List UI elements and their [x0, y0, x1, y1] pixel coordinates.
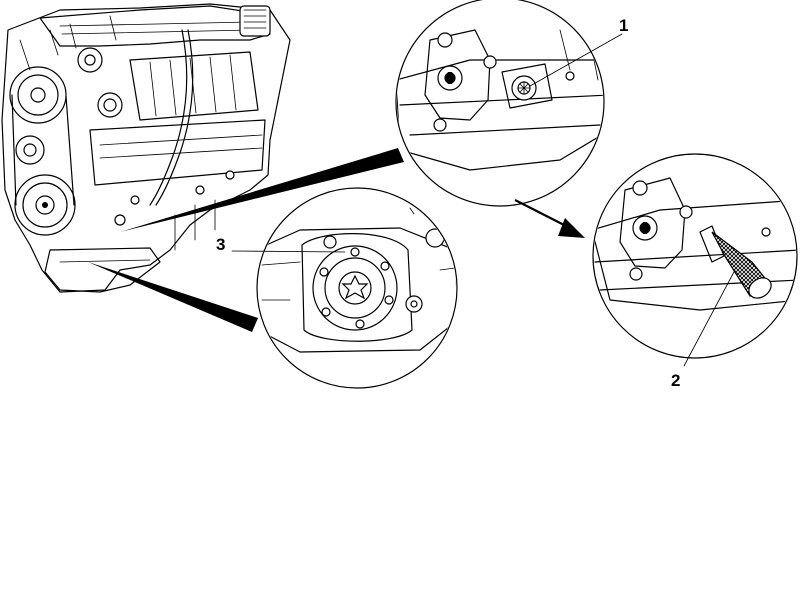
- callout-2: 2: [671, 269, 736, 390]
- callout-label-2: 2: [671, 371, 680, 390]
- leader-wedge-top: [120, 148, 404, 232]
- leader-wedge-bottom: [88, 262, 258, 332]
- callout-label-1: 1: [619, 16, 628, 35]
- detail-circle-flange: [256, 187, 458, 389]
- engine-overview: [1, 3, 291, 293]
- callout-label-3: 3: [216, 235, 225, 254]
- detail-circle-tool-on-plug: [592, 153, 798, 359]
- callout-3: 3: [216, 235, 346, 254]
- callout-1: 1: [529, 16, 628, 87]
- detail-circle-drain-plug: [395, 0, 605, 238]
